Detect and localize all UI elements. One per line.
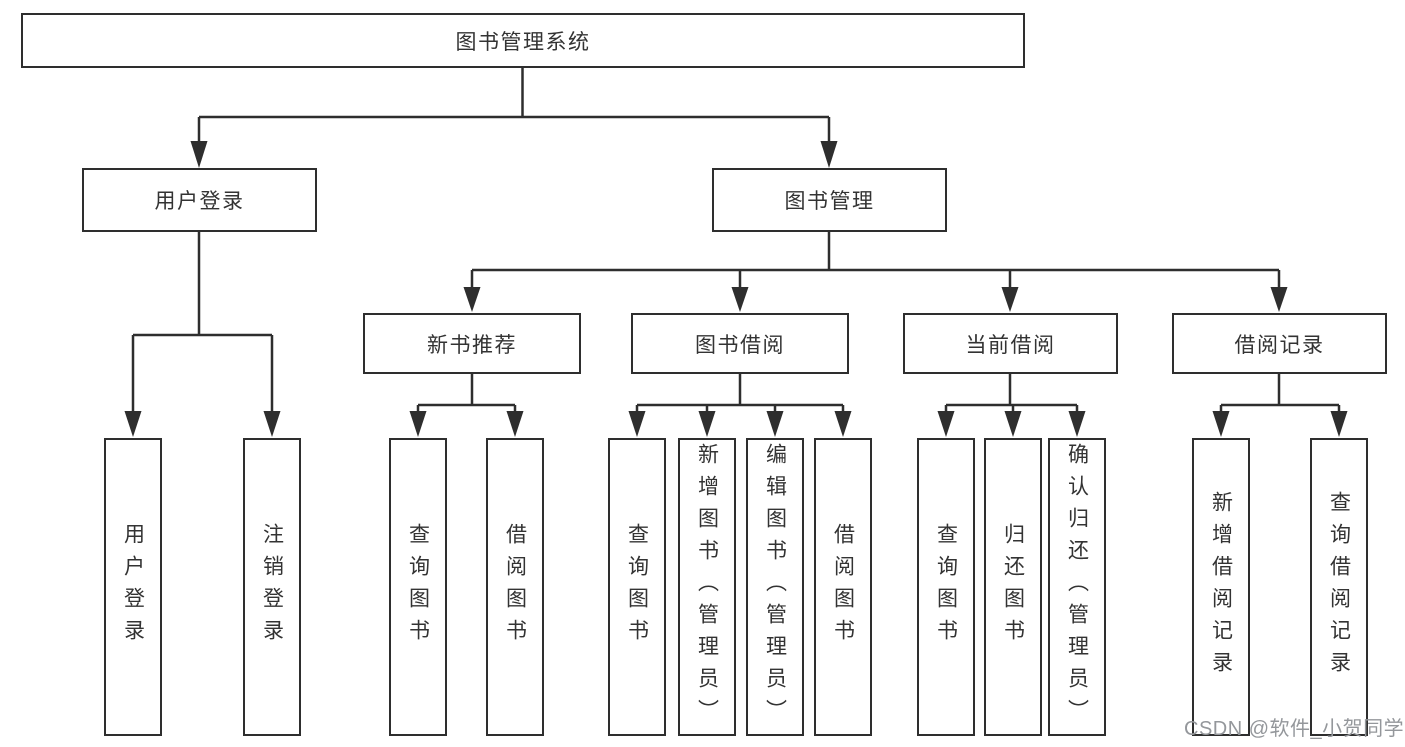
node-book-management: 图书管理 bbox=[712, 168, 947, 232]
arrowhead bbox=[506, 411, 524, 437]
edge-bookmgmt-to-level3 bbox=[470, 232, 1281, 288]
arrowhead bbox=[628, 411, 646, 437]
edge-bookborrow-to-leaves bbox=[635, 374, 845, 412]
edge-root-to-level2 bbox=[197, 68, 831, 143]
node-library-management-system: 图书管理系统 bbox=[21, 13, 1025, 68]
node-new-book-recommendation: 新书推荐 bbox=[363, 313, 581, 374]
node-label: 查询图书 bbox=[625, 523, 649, 651]
node-label: 注销登录 bbox=[260, 523, 284, 651]
arrowhead bbox=[731, 287, 749, 312]
arrowhead bbox=[766, 411, 784, 437]
edge-newbook-to-leaves bbox=[416, 374, 517, 412]
node-label: 用户登录 bbox=[121, 523, 145, 651]
node-label: 用户登录 bbox=[154, 190, 245, 213]
arrowhead bbox=[463, 287, 481, 312]
node-label: 查询图书 bbox=[406, 523, 430, 651]
arrowhead bbox=[834, 411, 852, 437]
leaf-borrow-book-recommend: 借阅图书 bbox=[486, 438, 544, 736]
leaf-confirm-return-admin: 确认归还（管理员） bbox=[1048, 438, 1106, 736]
arrowhead bbox=[1212, 411, 1230, 437]
node-label: 图书借阅 bbox=[695, 333, 785, 357]
arrowhead bbox=[1004, 411, 1022, 437]
edge-borrowrecord-to-leaves bbox=[1219, 374, 1341, 412]
leaf-add-borrow-record: 新增借阅记录 bbox=[1192, 438, 1250, 736]
node-label: 归还图书 bbox=[1001, 523, 1025, 651]
node-current-borrowing: 当前借阅 bbox=[903, 313, 1118, 374]
edge-userlogin-to-leaves bbox=[131, 232, 274, 412]
arrowhead bbox=[409, 411, 427, 437]
leaf-add-book-admin: 新增图书（管理员） bbox=[678, 438, 736, 736]
arrowhead bbox=[1068, 411, 1086, 437]
node-label: 当前借阅 bbox=[965, 333, 1056, 357]
node-label: 借阅图书 bbox=[831, 523, 855, 651]
node-label: 借阅记录 bbox=[1234, 333, 1325, 357]
arrowhead bbox=[263, 411, 281, 437]
node-label: 借阅图书 bbox=[503, 523, 527, 651]
arrowhead bbox=[820, 141, 838, 168]
node-label: 编辑图书（管理员） bbox=[763, 443, 787, 731]
leaf-query-book-borrow: 查询图书 bbox=[608, 438, 666, 736]
csdn-watermark: CSDN @软件_小贺同学 bbox=[1184, 718, 1405, 740]
node-label: 新增图书（管理员） bbox=[695, 443, 719, 731]
leaf-logout-login: 注销登录 bbox=[243, 438, 301, 736]
node-label: 查询借阅记录 bbox=[1327, 491, 1351, 683]
arrowhead bbox=[124, 411, 142, 437]
arrowhead bbox=[698, 411, 716, 437]
node-book-borrowing: 图书借阅 bbox=[631, 313, 849, 374]
leaf-edit-book-admin: 编辑图书（管理员） bbox=[746, 438, 804, 736]
leaf-borrow-book: 借阅图书 bbox=[814, 438, 872, 736]
arrowhead bbox=[1330, 411, 1348, 437]
leaf-return-book: 归还图书 bbox=[984, 438, 1042, 736]
edge-currentborrow-to-leaves bbox=[944, 374, 1079, 412]
node-label: 查询图书 bbox=[934, 523, 958, 651]
node-label: 图书管理系统 bbox=[455, 30, 591, 54]
node-borrowing-records: 借阅记录 bbox=[1172, 313, 1387, 374]
leaf-query-book-current: 查询图书 bbox=[917, 438, 975, 736]
arrowhead bbox=[1270, 287, 1288, 312]
leaf-query-borrow-record: 查询借阅记录 bbox=[1310, 438, 1368, 736]
node-label: 确认归还（管理员） bbox=[1065, 443, 1089, 731]
arrowhead bbox=[937, 411, 955, 437]
node-label: 新书推荐 bbox=[427, 333, 517, 357]
arrowhead bbox=[1001, 287, 1019, 312]
leaf-query-book-recommend: 查询图书 bbox=[389, 438, 447, 736]
arrowhead bbox=[190, 141, 208, 168]
leaf-user-login: 用户登录 bbox=[104, 438, 162, 736]
node-user-login: 用户登录 bbox=[82, 168, 317, 232]
node-label: 新增借阅记录 bbox=[1209, 491, 1233, 683]
node-label: 图书管理 bbox=[784, 190, 875, 213]
